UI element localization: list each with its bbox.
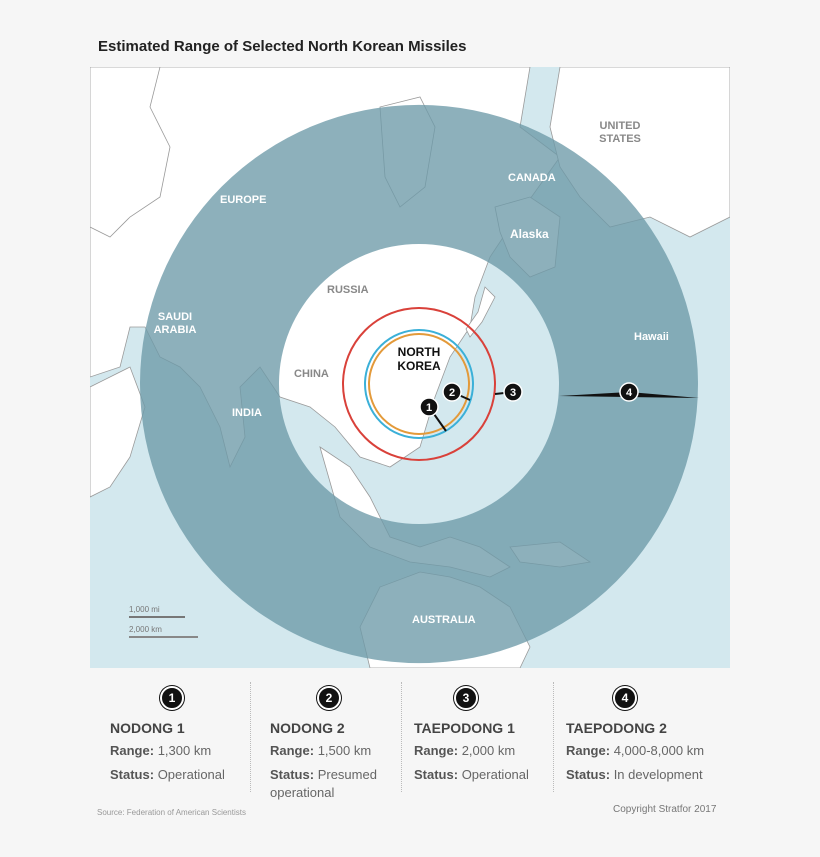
status-value: In development [613, 767, 703, 782]
taepodong-2-range-ring [139, 104, 699, 664]
scale-bar-km [129, 636, 198, 638]
missile-name: TAEPODONG 1 [414, 720, 515, 736]
divider [250, 682, 251, 792]
range-marker-2: 2 [442, 382, 471, 402]
japan [465, 286, 496, 338]
status-label: Status: [110, 767, 155, 782]
marker-circle [503, 382, 523, 402]
range-value: 2,000 km [461, 743, 516, 758]
label-north-korea: NORTH KOREA [397, 345, 441, 373]
legend-nodong-2: 2 NODONG 2 Range: 1,500 km Status: Presu… [270, 680, 395, 800]
label-canada: CANADA [508, 172, 556, 184]
status-value: Presumed operational [270, 767, 377, 800]
label-hawaii: Hawaii [634, 331, 669, 343]
label-russia: RUSSIA [327, 284, 369, 296]
range-value: 1,300 km [157, 743, 212, 758]
label-china: CHINA [294, 368, 329, 380]
legend-nodong-1: 1 NODONG 1 Range: 1,300 km Status: Opera… [110, 680, 240, 800]
status-value: Operational [157, 767, 225, 782]
map-title: Estimated Range of Selected North Korean… [98, 38, 467, 55]
taepodong-1-range-circle [342, 307, 496, 461]
label-saudi-arabia: SAUDI ARABIA [153, 311, 197, 336]
marker-badge: 1 [160, 686, 184, 710]
missile-name: NODONG 2 [270, 720, 345, 736]
marker-circle [419, 397, 439, 417]
marker-number: 2 [449, 387, 455, 399]
range-marker-4: 4 [559, 382, 699, 402]
label-alaska: Alaska [510, 227, 549, 241]
scale-bar-miles [129, 616, 185, 618]
legend-taepodong-2: 4 TAEPODONG 2 Range: 4,000-8,000 km Stat… [566, 680, 726, 800]
marker-number: 4 [626, 387, 633, 399]
status-label: Status: [566, 767, 611, 782]
scale-miles: 1,000 mi [129, 605, 160, 614]
europe-west [89, 66, 171, 238]
label-europe: EUROPE [220, 194, 267, 206]
copyright: Copyright Stratfor 2017 [613, 804, 717, 815]
range-label: Range: [566, 743, 611, 758]
label-india: INDIA [232, 407, 262, 419]
label-united-states: UNITED STATES [599, 120, 641, 145]
status-label: Status: [414, 767, 459, 782]
range-markers: 1 2 3 4 [419, 382, 699, 432]
divider [401, 682, 402, 792]
marker-number: 1 [426, 402, 432, 414]
missile-name: NODONG 1 [110, 720, 185, 736]
marker-circle [442, 382, 462, 402]
range-marker-1: 1 [419, 397, 447, 432]
range-label: Range: [414, 743, 459, 758]
map-graphic: 1 2 3 4 [89, 66, 731, 669]
range-value: 1,500 km [317, 743, 372, 758]
divider [553, 682, 554, 792]
range-label: Range: [110, 743, 155, 758]
marker-badge: 4 [613, 686, 637, 710]
legend-taepodong-1: 3 TAEPODONG 1 Range: 2,000 km Status: Op… [414, 680, 549, 800]
status-value: Operational [461, 767, 529, 782]
source-note: Source: Federation of American Scientist… [97, 808, 246, 817]
nodong-2-range-circle [364, 329, 474, 439]
range-value: 4,000-8,000 km [613, 743, 705, 758]
marker-number: 3 [510, 387, 516, 399]
label-australia: AUSTRALIA [412, 614, 476, 626]
range-marker-3: 3 [494, 382, 523, 402]
africa [89, 366, 146, 498]
marker-circle [619, 382, 639, 402]
nodong-1-range-circle [368, 333, 470, 435]
missile-name: TAEPODONG 2 [566, 720, 667, 736]
status-label: Status: [270, 767, 315, 782]
range-label: Range: [270, 743, 315, 758]
scale-km: 2,000 km [129, 625, 162, 634]
marker-badge: 2 [317, 686, 341, 710]
marker-badge: 3 [454, 686, 478, 710]
